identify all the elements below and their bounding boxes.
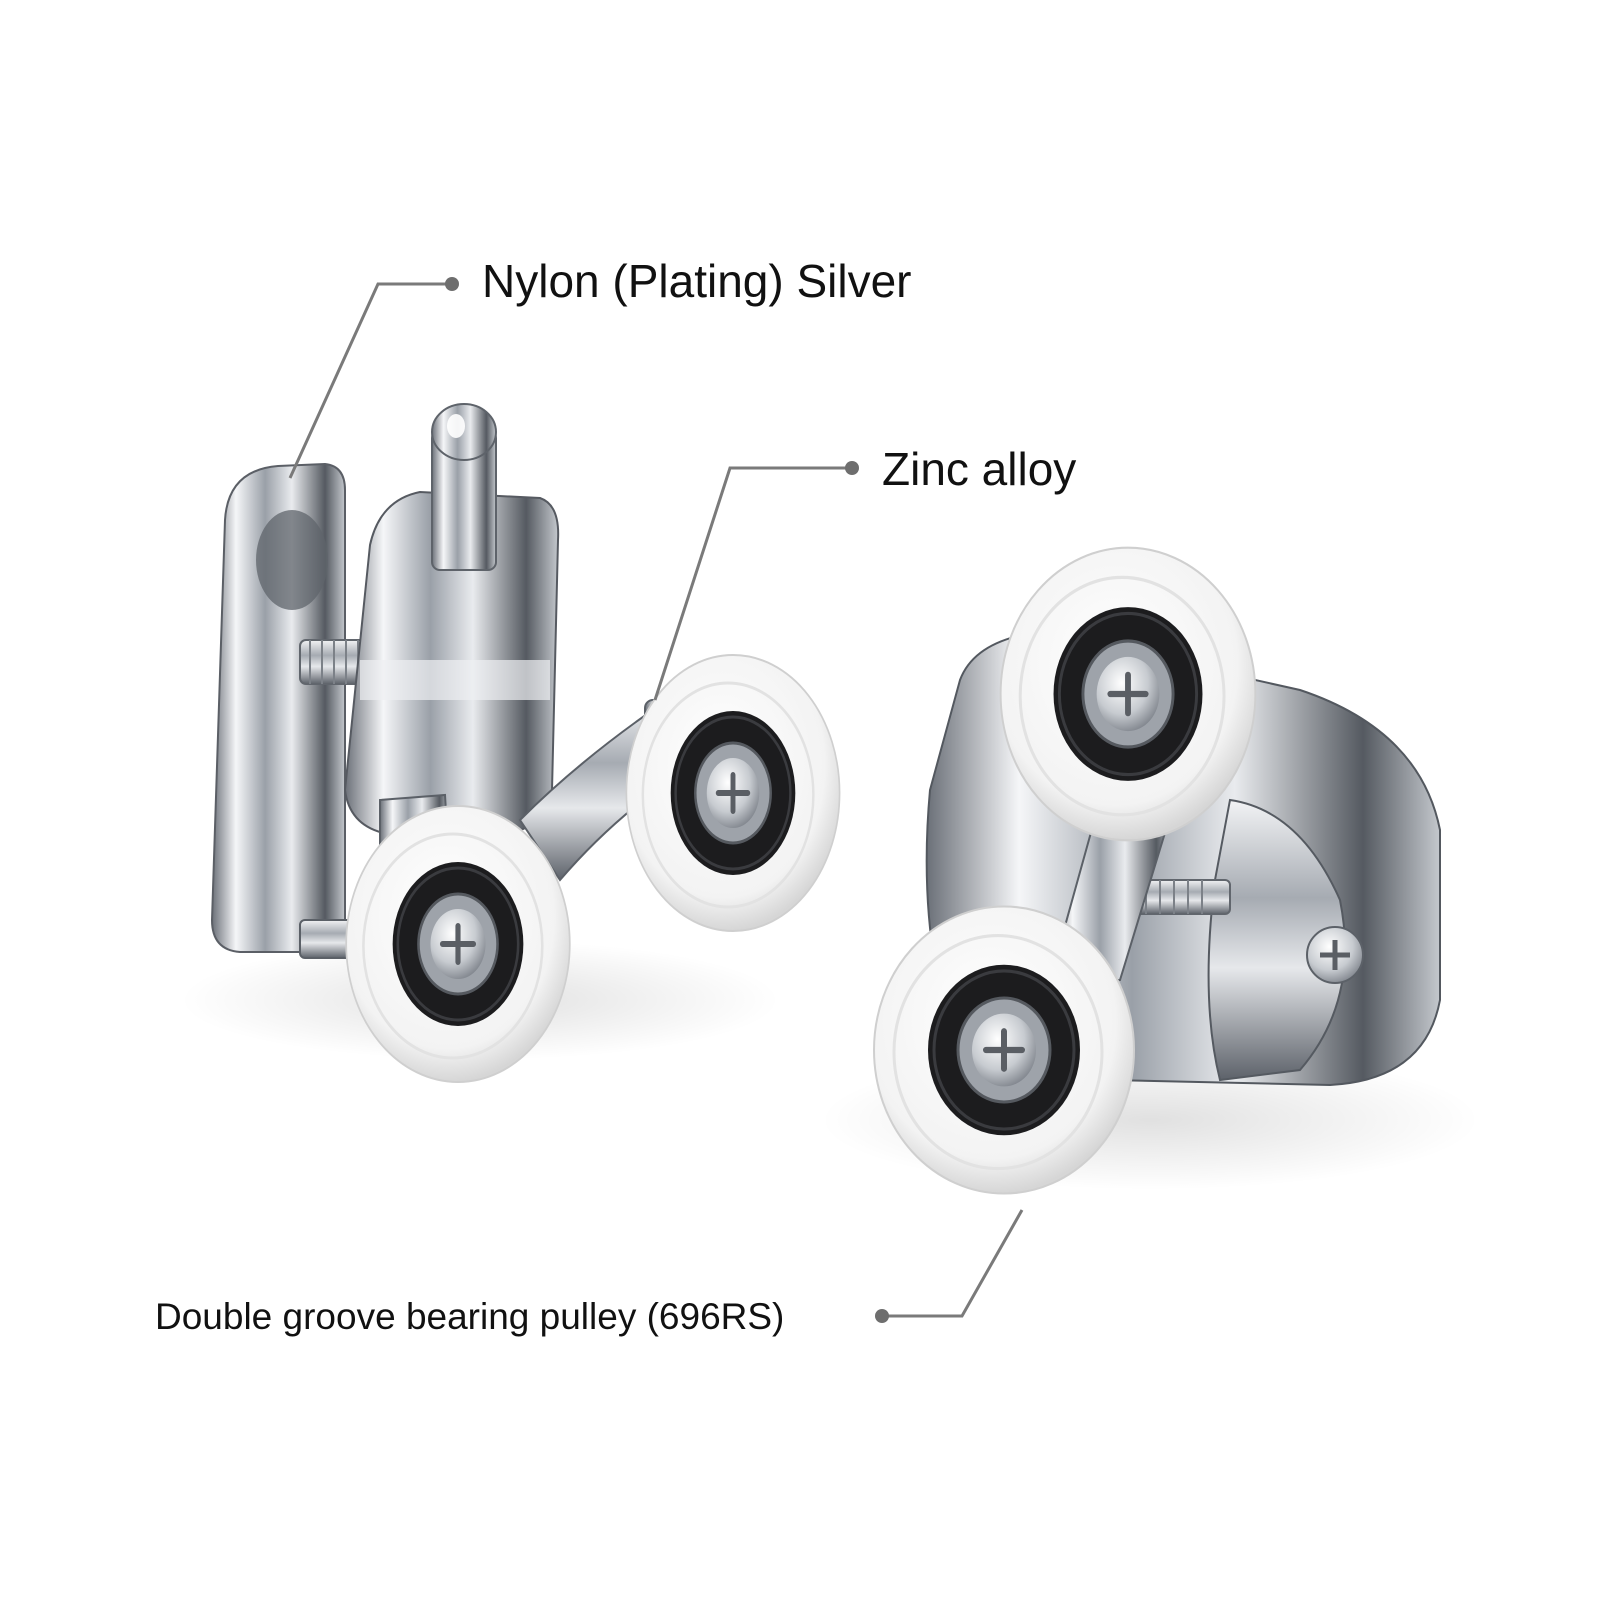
callout-leaders <box>288 277 1024 1323</box>
left-roller-assembly <box>210 403 840 1082</box>
zinc-alloy-label: Zinc alloy <box>882 443 1077 495</box>
nylon-plating-label: Nylon (Plating) Silver <box>482 255 912 307</box>
right-roller-assembly <box>874 548 1441 1194</box>
bearing-pulley-label: Double groove bearing pulley (696RS) <box>155 1296 785 1337</box>
